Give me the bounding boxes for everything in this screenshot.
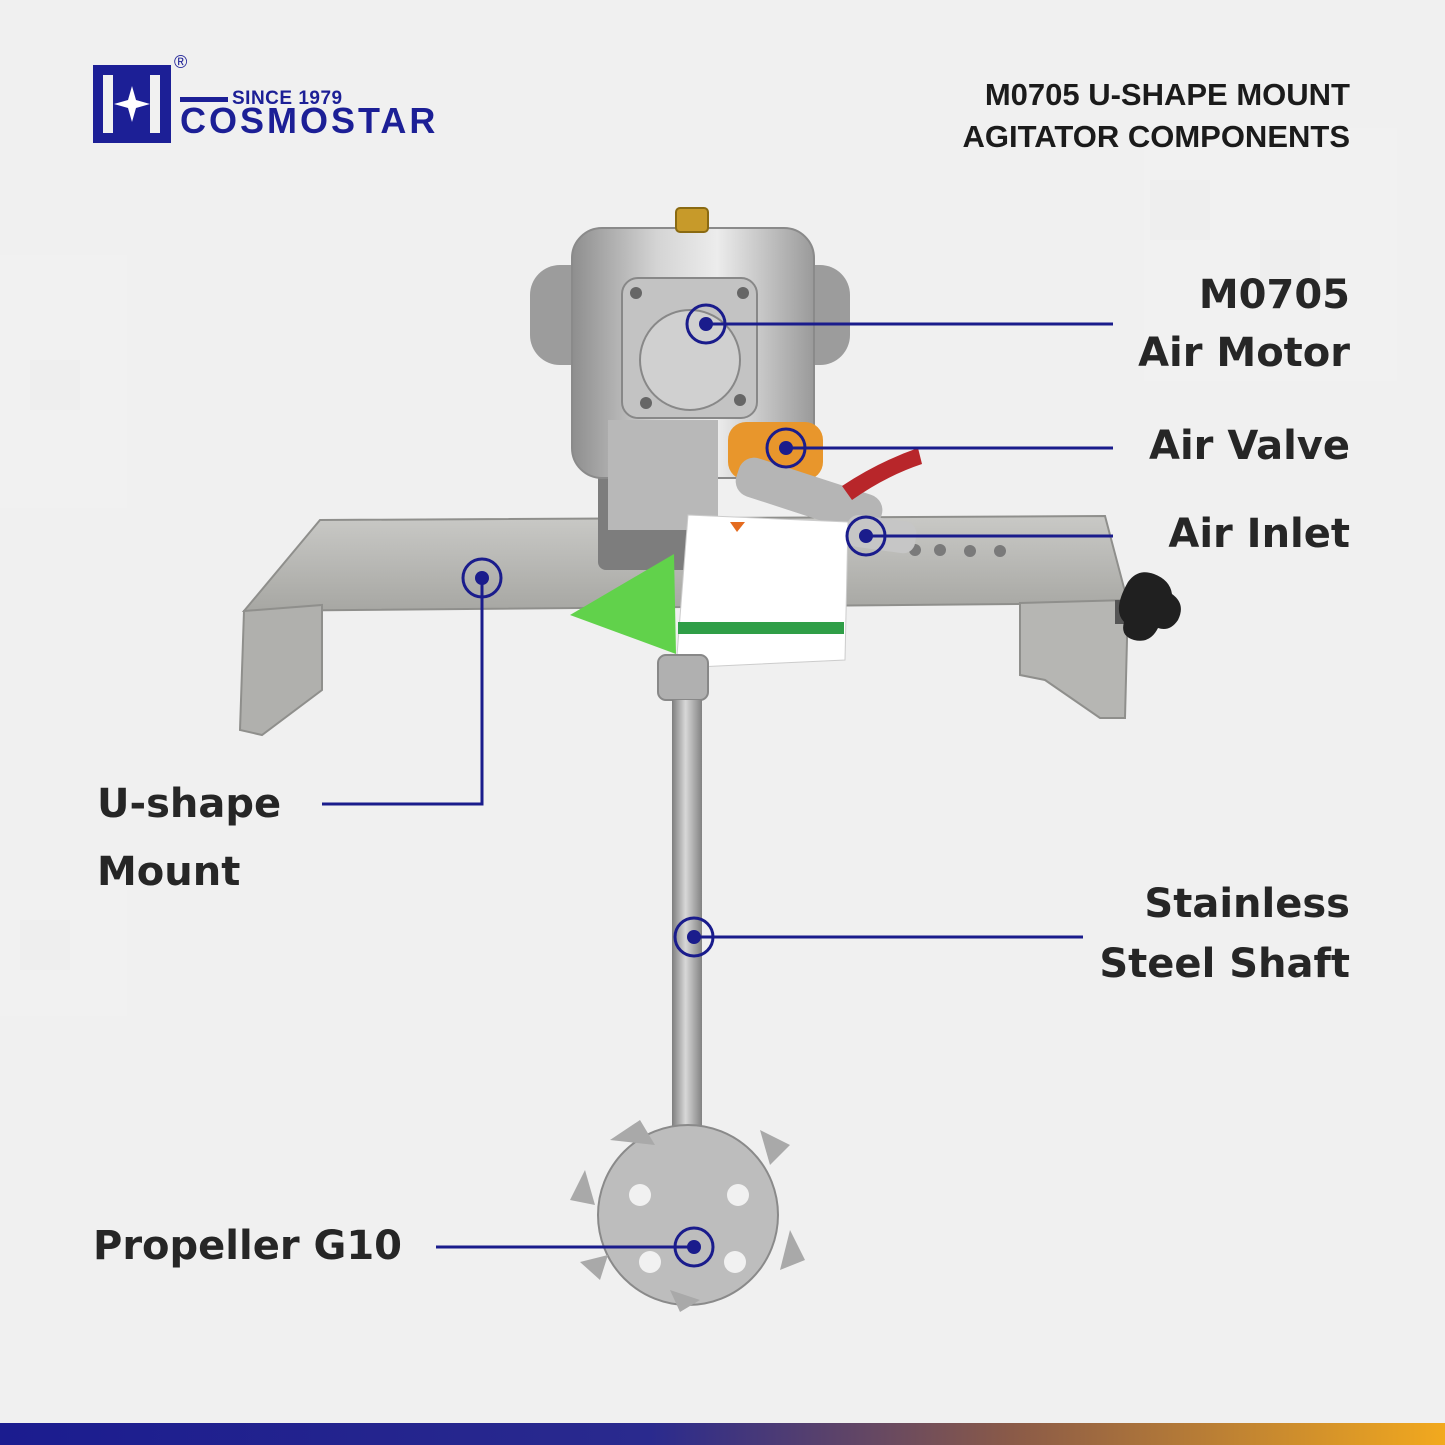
label-air-motor-line-2: Air Motor [1138,330,1350,376]
callout-markers [461,303,887,1268]
bottom-gradient-bar [0,1423,1445,1445]
label-u-shape-line-2: Mount [97,849,241,895]
callouts [322,322,1113,1249]
marker-air-valve [765,427,807,469]
air-valve-part [728,422,922,554]
propeller-part [570,1120,805,1312]
label-propeller-text: Propeller G10 [93,1223,402,1269]
warning-tag [570,514,849,669]
marker-propeller [673,1226,715,1268]
label-shaft-line-1: Stainless [1144,881,1350,927]
label-air-motor-line-1: M0705 [1198,272,1350,318]
label-air-inlet-text: Air Inlet [1168,511,1350,557]
label-stainless-shaft: Stainless Steel Shaft [1099,874,1350,994]
marker-u-shape [461,557,503,599]
marker-shaft [673,916,715,958]
marker-air-motor [685,303,727,345]
label-u-shape-mount: U-shape Mount [97,770,281,906]
label-air-valve: Air Valve [1149,417,1350,475]
brand-logo-mark [93,65,228,143]
brand-name: COSMOSTAR [180,100,439,141]
callout-line-u-shape [322,578,484,806]
brand-since: SINCE 1979 [232,88,343,109]
label-air-motor: M0705 Air Motor [1138,266,1350,382]
label-propeller: Propeller G10 [93,1217,402,1275]
label-air-valve-text: Air Valve [1149,423,1350,469]
page-title: M0705 U-SHAPE MOUNT AGITATOR COMPONENTS [963,74,1351,158]
title-line-2: AGITATOR COMPONENTS [962,119,1351,154]
label-air-inlet: Air Inlet [1168,505,1350,563]
registered-mark: ® [174,52,188,72]
clamp-knob [1115,572,1181,641]
marker-air-inlet [845,515,887,557]
label-u-shape-line-1: U-shape [97,781,282,827]
title-line-1: M0705 U-SHAPE MOUNT [984,77,1350,112]
label-shaft-line-2: Steel Shaft [1099,941,1350,987]
